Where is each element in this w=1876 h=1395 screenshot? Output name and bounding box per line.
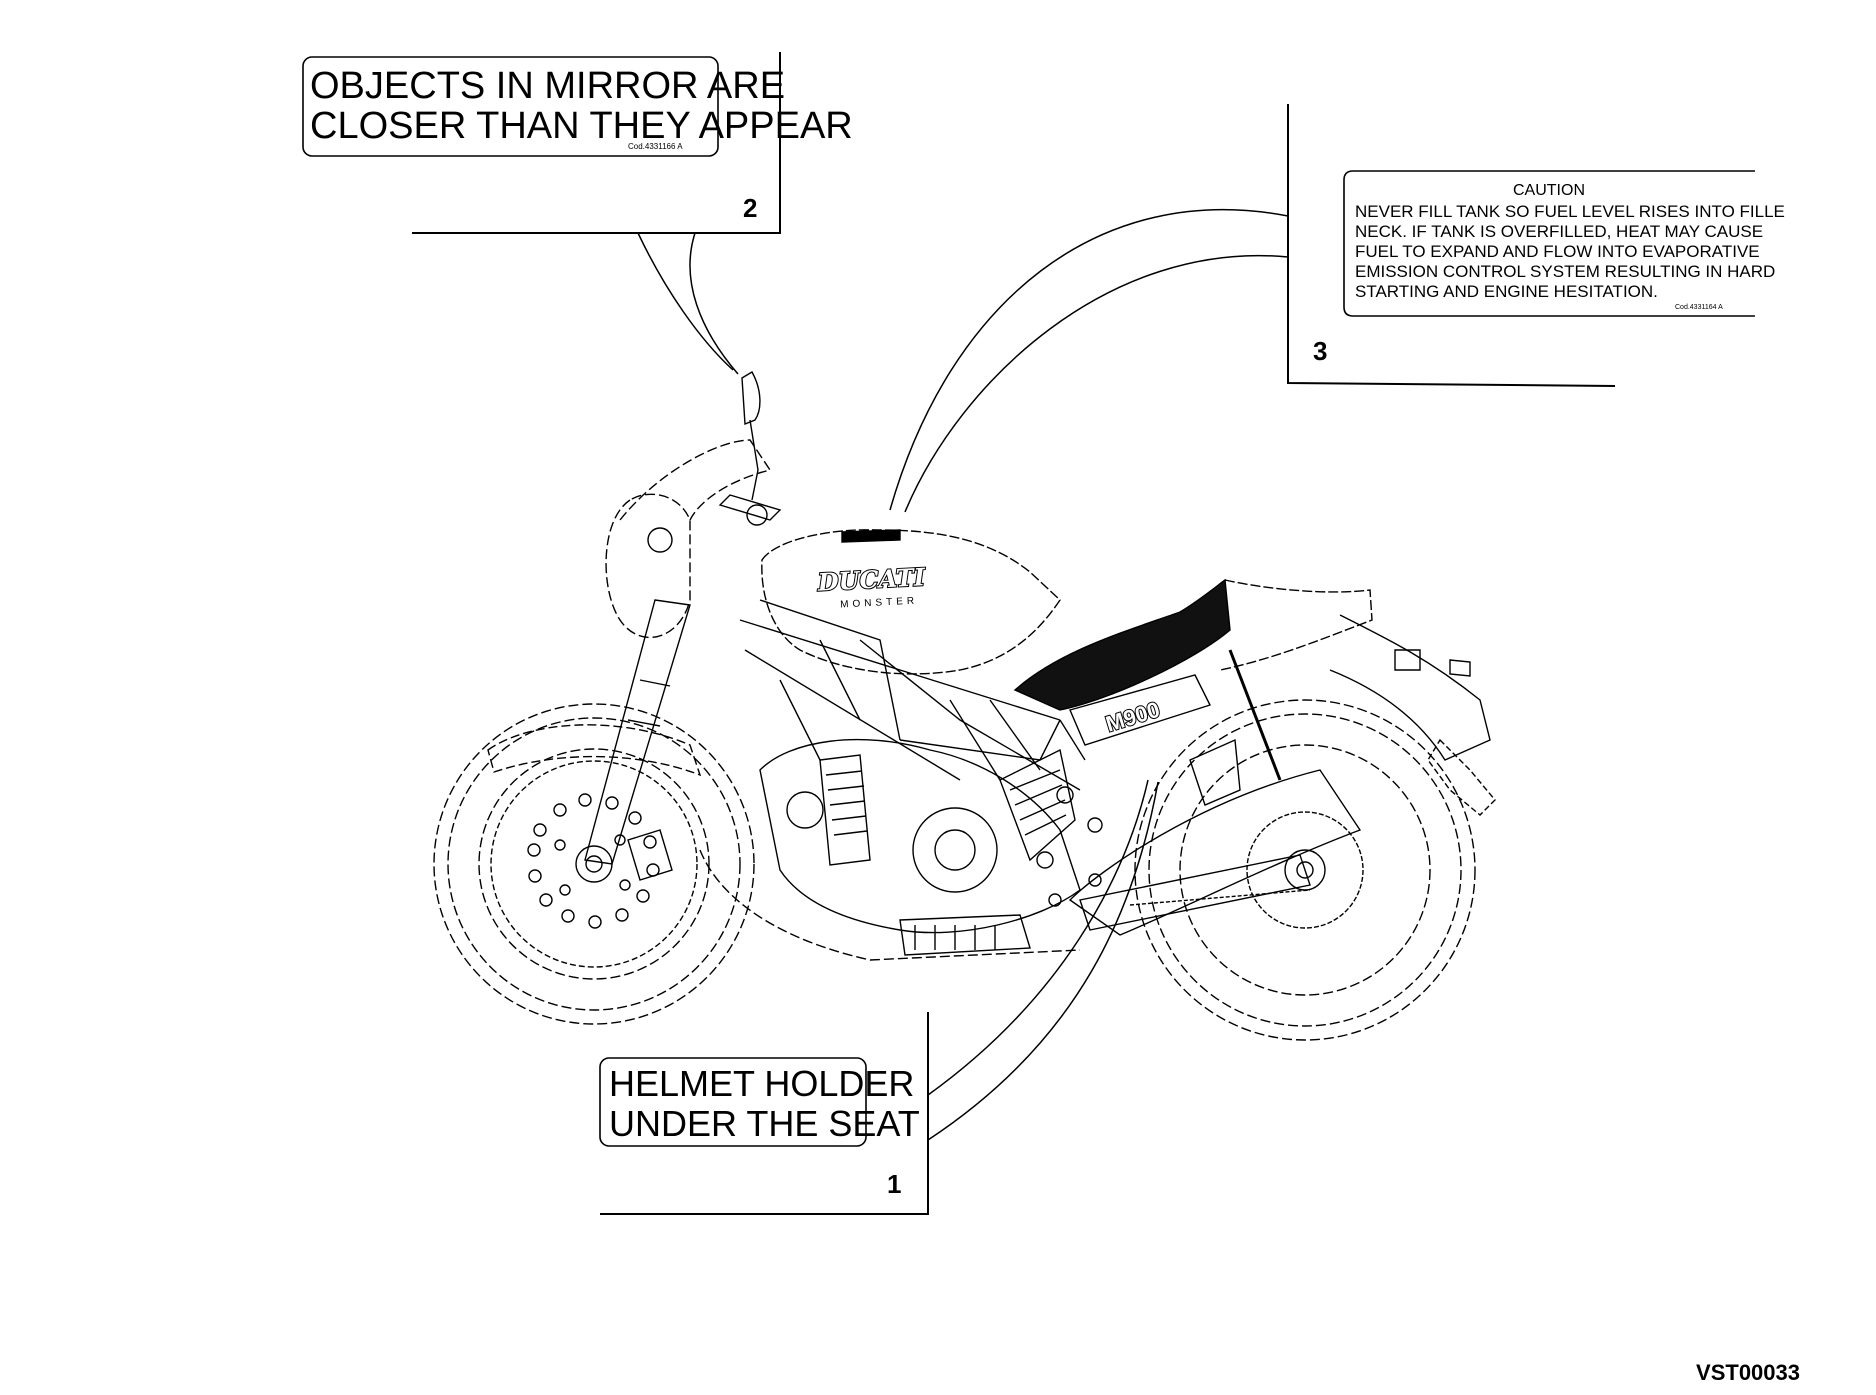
rear-shock [1228, 649, 1282, 781]
mirror-decal-line2: CLOSER THAN THEY APPEAR [310, 105, 853, 147]
callout-3-bracket [1287, 104, 1616, 387]
front-fork [584, 599, 691, 865]
callout-2-leader-a [637, 232, 734, 371]
tank-brand-logo: DUCATI [816, 562, 926, 597]
front-brake-caliper [627, 829, 673, 881]
fuel-cap [841, 529, 901, 543]
headlight-cowl [605, 439, 772, 639]
fuel-tank: DUCATI MONSTER [761, 529, 1061, 675]
seat [1013, 578, 1231, 711]
front-wheel [433, 703, 755, 1025]
caution-decal-title: CAUTION [1513, 182, 1585, 199]
rear-wheel [1134, 699, 1476, 1041]
side-badge: M900 [1103, 697, 1163, 737]
caution-decal-frame [1343, 170, 1755, 317]
caution-decal-code: Cod.4331164 A [1675, 304, 1723, 311]
motorcycle-drawing: DUCATI MONSTER M900 [433, 371, 1496, 1041]
callout-1-leader-b [927, 781, 1159, 1141]
caution-decal-line5: STARTING AND ENGINE HESITATION. [1355, 282, 1658, 301]
callout-3-leader-a [889, 208, 1289, 511]
callout-3-number: 3 [1313, 336, 1327, 366]
exhaust-header [699, 849, 1081, 961]
mirror-decal-frame [302, 56, 719, 157]
callout-2-group: OBJECTS IN MIRROR ARE CLOSER THAN THEY A… [302, 52, 853, 375]
helmet-decal-frame [599, 1057, 867, 1147]
handlebar-end [746, 504, 768, 526]
caution-decal-line4: EMISSION CONTROL SYSTEM RESULTING IN HAR… [1355, 262, 1775, 281]
figure-code: VST00033 [1696, 1360, 1800, 1385]
caution-decal-line3: FUEL TO EXPAND AND FLOW INTO EVAPORATIVE [1355, 242, 1760, 261]
callout-3-leader-b [904, 254, 1289, 513]
swingarm [1079, 854, 1311, 931]
callout-1-leader-a [927, 779, 1149, 1096]
mirror-decal-code: Cod.4331166 A [628, 142, 683, 151]
engine [759, 738, 1103, 956]
exhaust-muffler [1068, 769, 1362, 936]
mirror-decal-line1: OBJECTS IN MIRROR ARE [310, 65, 785, 107]
helmet-decal-line2: UNDER THE SEAT [609, 1103, 920, 1144]
rear-license-holder [1427, 738, 1496, 816]
callout-1-number: 1 [887, 1169, 901, 1199]
caution-decal-line1: NEVER FILL TANK SO FUEL LEVEL RISES INTO… [1355, 202, 1785, 221]
callout-2-bracket [412, 52, 781, 234]
callout-3-group: CAUTION NEVER FILL TANK SO FUEL LEVEL RI… [889, 104, 1785, 513]
tank-model-text: MONSTER [840, 595, 918, 610]
helmet-decal-line1: HELMET HOLDER [609, 1063, 914, 1104]
callout-2-number: 2 [743, 193, 757, 223]
front-brake-disc-holes [527, 793, 660, 929]
mirror-drawing [741, 371, 761, 501]
callout-1-bracket [600, 1012, 929, 1215]
drive-chain [1129, 889, 1311, 906]
trellis-frame [739, 599, 1086, 791]
front-fender [487, 724, 702, 777]
handlebar [718, 494, 782, 521]
caution-decal-line2: NECK. IF TANK IS OVERFILLED, HEAT MAY CA… [1355, 222, 1763, 241]
callout-1-group: HELMET HOLDER UNDER THE SEAT 1 [599, 779, 1159, 1215]
rear-footpeg-bracket [1189, 738, 1241, 806]
callout-2-leader-b [689, 232, 739, 375]
